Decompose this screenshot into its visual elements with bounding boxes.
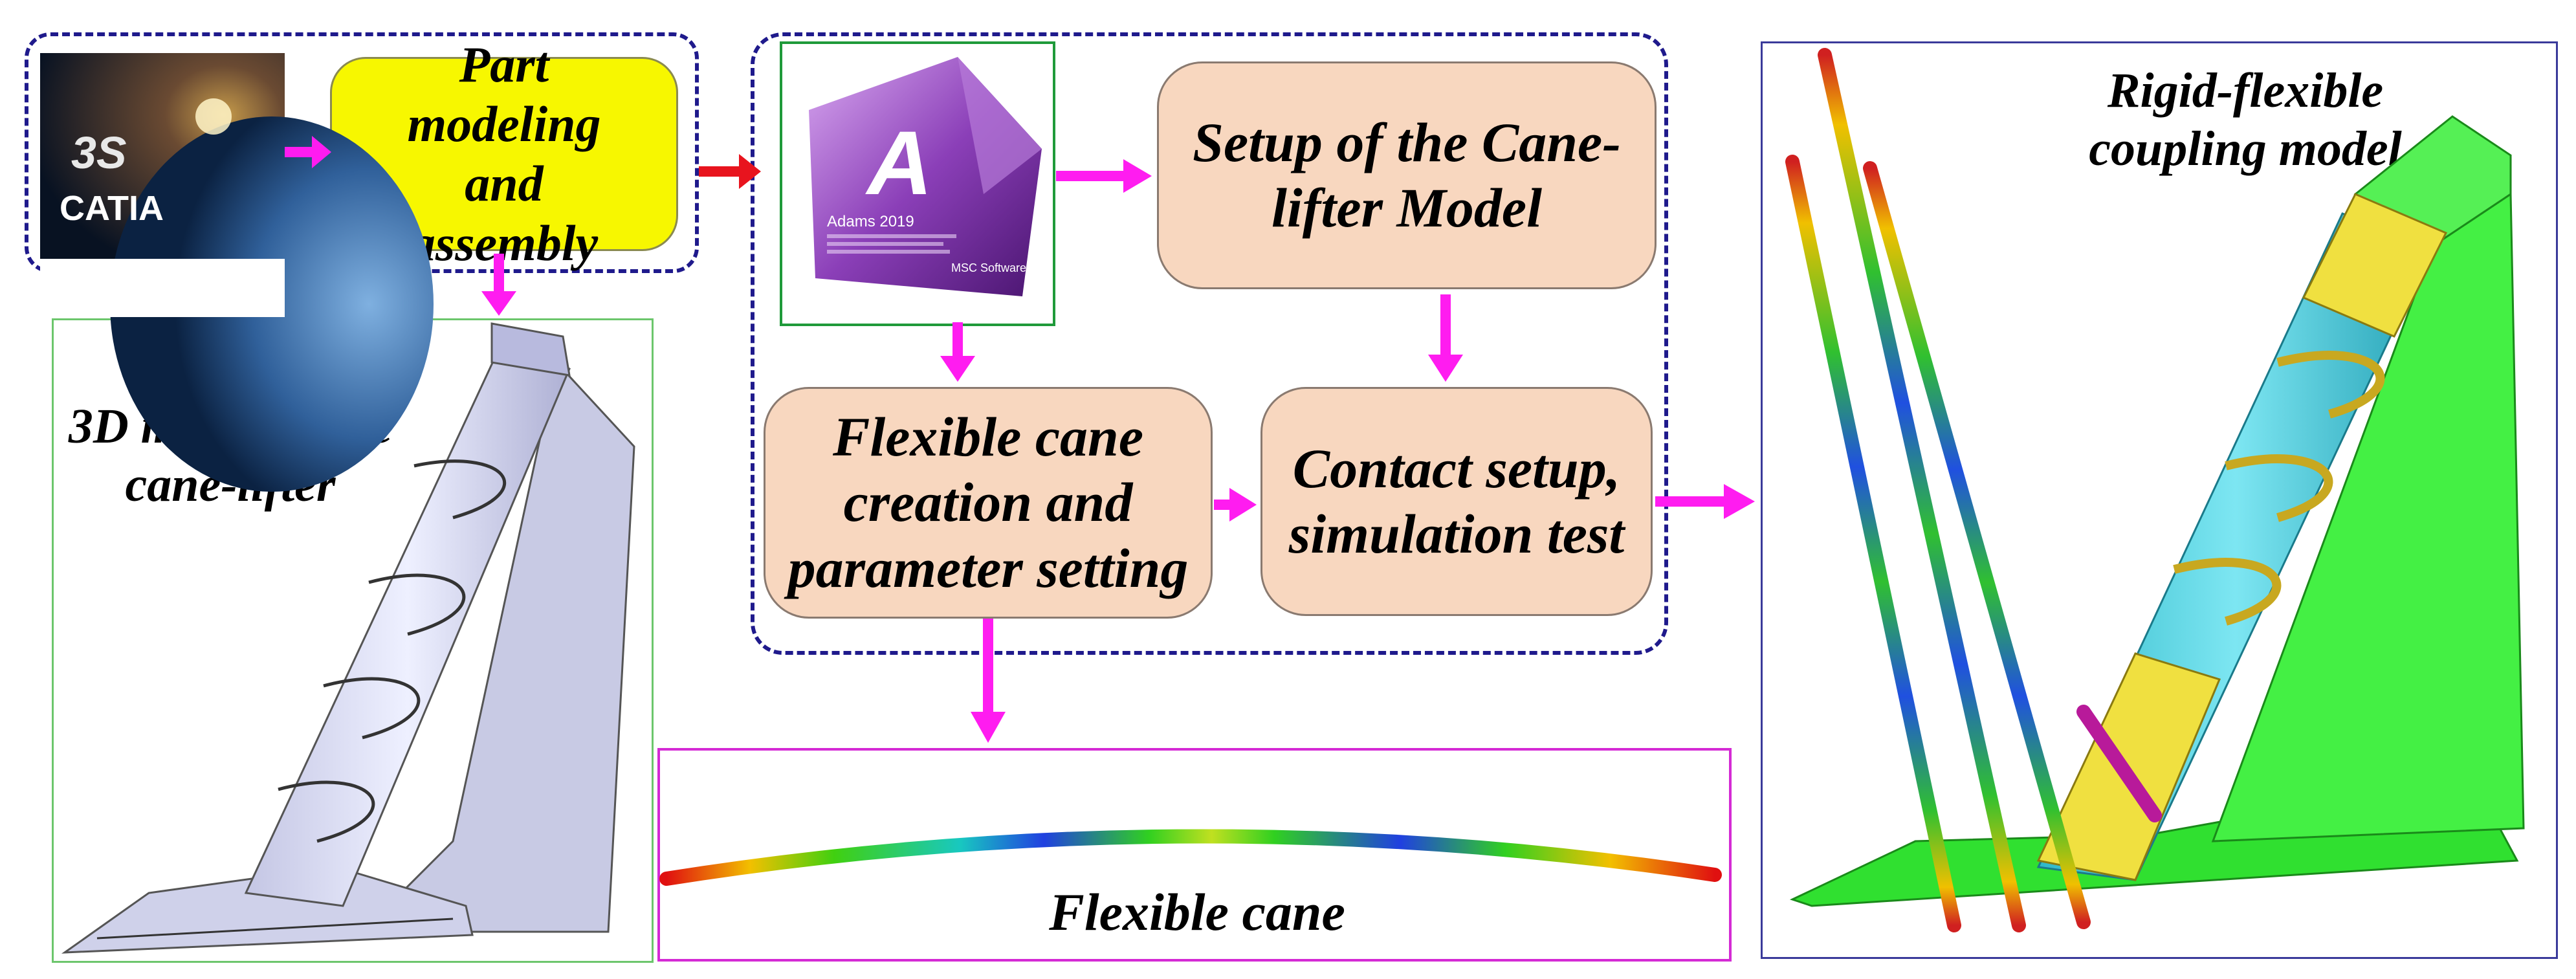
rigid-flexible-illustration xyxy=(1785,48,2525,932)
flexible-cane-bar xyxy=(659,829,1722,886)
adams-logo-title: Adams 2019 xyxy=(827,213,914,230)
adams-logo-vendor: MSC Software xyxy=(951,261,1026,274)
rigid-flexible-label: Rigid-flexible coupling model xyxy=(2089,63,2402,176)
catia-logo-text: CATIA xyxy=(60,189,164,228)
contact-setup-node: Contact setup, simulation test xyxy=(1260,387,1653,616)
svg-text:A: A xyxy=(865,112,932,214)
catia-logo-icon: 3S CATIA xyxy=(40,53,434,492)
adams-stage-group xyxy=(751,32,1668,655)
setup-model-node: Setup of the Cane-lifter Model xyxy=(1157,61,1657,289)
cane-lifter-3d-illustration xyxy=(61,322,635,954)
flexible-creation-node: Flexible cane creation and parameter set… xyxy=(764,387,1213,619)
flexible-cane-label: Flexible cane xyxy=(1049,883,1345,941)
svg-text:3S: 3S xyxy=(71,127,127,178)
flow-arrows xyxy=(285,136,1755,743)
adams-logo-icon: A Adams 2019 MSC Software xyxy=(780,41,1055,326)
